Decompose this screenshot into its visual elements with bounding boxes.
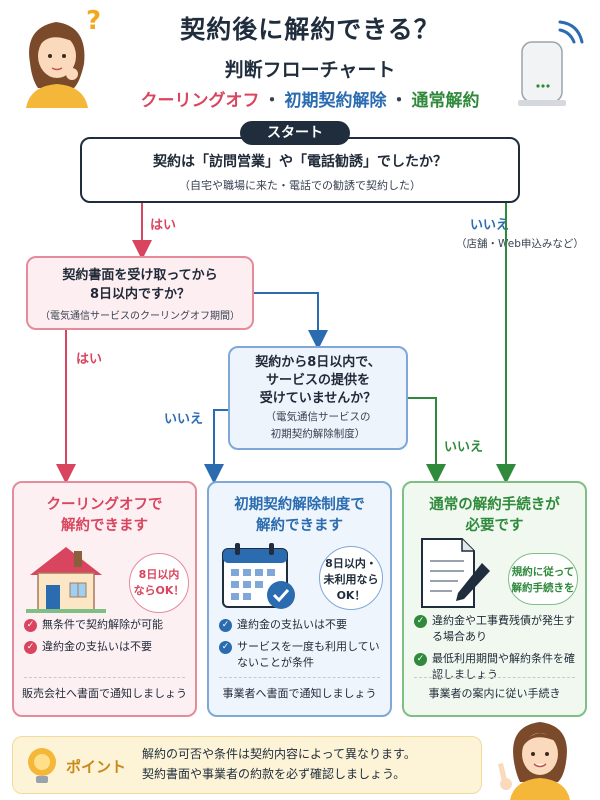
point-banner	[12, 736, 482, 794]
check-text: 違約金や工事費残債が発生する場合あり	[432, 614, 575, 643]
card-title: 初期契約解除制度で 解約できます	[209, 495, 390, 537]
page-title: 契約後に解約できる？	[180, 15, 440, 44]
question-2-text-line1: 契約書面を受け取ってから	[62, 268, 218, 283]
card-footer: 販売会社へ書面で通知しましょう	[22, 687, 187, 700]
question-3-text-line1: 契約から8日以内で、	[255, 355, 381, 370]
q3-no-left-label: いいえ	[164, 412, 204, 427]
woman-thinking-icon	[26, 22, 88, 108]
start-label: スタート	[240, 121, 350, 145]
arrow-q3-no-left	[204, 409, 228, 484]
check-text: サービスを一度も利用していないことが条件	[237, 640, 380, 669]
bubble-line1: 8日以内・	[325, 557, 377, 570]
check-icon: ✓	[414, 615, 427, 628]
tag-cooling-off: クーリングオフ	[140, 91, 260, 111]
card-title: 通常の解約手続きが 必要です	[404, 495, 585, 537]
point-label: ポイント	[66, 758, 127, 776]
check-item: ✓最低利用期間や解約条件を確認しましょう	[414, 651, 582, 683]
calendar-check-icon	[222, 543, 295, 609]
card-bubble: 8日以内・ 未利用なら OK！	[319, 546, 383, 610]
card-title-line2: 必要です	[465, 518, 524, 534]
check-icon: ✓	[414, 653, 427, 666]
result-card-normal-cancel: 通常の解約手続きが 必要です 規約に従って 解約手続きを ✓ 違約金や工事費残債が…	[402, 481, 587, 717]
wifi-router-icon	[518, 20, 584, 106]
check-icon: ✓	[24, 641, 37, 654]
check-list: ✓ 無条件で契約解除が可能 ✓ 違約金の支払いは不要	[24, 617, 192, 661]
tag-separator: ・	[263, 91, 281, 111]
card-divider	[219, 677, 380, 678]
card-title: クーリングオフで 解約できます	[14, 495, 195, 537]
check-icon: ✓	[24, 619, 37, 632]
bubble-line2: ならOK！	[133, 584, 185, 597]
q1-no-note: （店舗・Web申込みなど）	[456, 238, 584, 250]
question-2-box: 契約書面を受け取ってから 8日以内ですか？ （電気通信サービスのクーリングオフ期…	[26, 256, 254, 330]
tagline: クーリングオフ・初期契約解除・通常解約	[110, 86, 510, 111]
card-divider	[24, 677, 185, 678]
tag-initial-cancel: 初期契約解除	[284, 91, 387, 111]
check-item: ✓ 違約金の支払いは不要	[219, 617, 387, 633]
check-text: 違約金の支払いは不要	[42, 640, 152, 653]
q1-yes-label: はい	[150, 218, 177, 233]
arrow-q2-no	[254, 292, 328, 350]
q1-no-label: いいえ	[470, 218, 510, 233]
card-title-line1: 通常の解約手続きが	[429, 497, 560, 513]
page-subtitle: 判断フローチャート	[224, 59, 396, 81]
check-item: ✓ 無条件で契約解除が可能	[24, 617, 192, 633]
q2-yes-label: はい	[76, 352, 103, 367]
card-bubble: 規約に従って 解約手続きを	[508, 553, 578, 605]
question-3-note-line1: （電気通信サービスの	[265, 411, 371, 423]
question-2-note: （電気通信サービスのクーリングオフ期間）	[40, 311, 240, 322]
tag-normal-cancel: 通常解約	[411, 91, 480, 111]
woman-pointing-icon	[498, 722, 570, 800]
check-item: ✓ 違約金や工事費残債が発生する場合あり	[414, 613, 582, 645]
card-footer: 事業者へ書面で通知しましょう	[222, 687, 377, 700]
check-item: ✓ サービスを一度も利用していないことが条件	[219, 639, 387, 671]
check-text: 無条件で契約解除が可能	[42, 618, 163, 631]
card-title-line1: クーリングオフで	[46, 497, 163, 513]
house-icon	[26, 547, 106, 613]
check-item: ✓ 違約金の支払いは不要	[24, 639, 192, 655]
check-list: ✓ 違約金の支払いは不要 ✓ サービスを一度も利用していないことが条件	[219, 617, 387, 677]
bubble-line1: 8日以内	[138, 568, 180, 581]
check-icon: ✓	[219, 641, 232, 654]
result-card-cooling-off: クーリングオフで 解約できます 8日以内 ならOK！ ✓ 無条件で契約解除が可能 …	[12, 481, 197, 717]
check-icon: ✓	[219, 619, 232, 632]
card-title-line1: 初期契約解除制度で	[234, 497, 365, 513]
question-2-text-line2: 8日以内ですか？	[89, 287, 191, 302]
question-3-text-line3: 受けていませんか？	[259, 391, 377, 406]
question-3-note-line2: 初期契約解除制度）	[270, 428, 366, 440]
arrow-q3-no-right	[408, 397, 446, 484]
question-1-note: （自宅や職場に来た・電話での勧誘で契約した）	[179, 179, 421, 192]
bubble-line1: 規約に従って	[511, 566, 575, 578]
bubble-line2: 解約手続きを	[511, 582, 575, 594]
check-text: 違約金の支払いは不要	[237, 618, 347, 631]
card-bubble: 8日以内 ならOK！	[129, 553, 189, 613]
result-card-initial-cancel: 初期契約解除制度で 解約できます 8日以内・ 未利用なら OK！ ✓ 違約金の支払…	[207, 481, 392, 717]
card-footer: 事業者の案内に従い手続き	[428, 687, 561, 700]
point-text: 解約の可否や条件は契約内容によって異なります。 契約書面や事業者の約款を必ず確認…	[142, 744, 416, 784]
question-mark-icon: ?	[86, 6, 102, 36]
question-1-text: 契約は「訪問営業」や「電話勧誘」でしたか？	[153, 154, 447, 170]
question-3-box: 契約から8日以内で、 サービスの提供を 受けていませんか？ （電気通信サービスの…	[228, 346, 408, 450]
question-3-text-line2: サービスの提供を	[265, 373, 370, 388]
card-title-line2: 解約できます	[256, 518, 343, 534]
bubble-line2: 未利用なら	[323, 573, 379, 586]
card-divider	[414, 677, 575, 678]
point-text-line2: 契約書面や事業者の約款を必ず確認しましょう。	[142, 767, 406, 781]
card-title-line2: 解約できます	[61, 518, 148, 534]
question-1-box: 契約は「訪問営業」や「電話勧誘」でしたか？ （自宅や職場に来た・電話での勧誘で契…	[80, 137, 520, 203]
document-pen-icon	[421, 538, 490, 608]
tag-separator: ・	[390, 91, 408, 111]
bubble-line3: OK！	[336, 589, 366, 602]
q3-no-right-label: いいえ	[444, 440, 484, 455]
point-text-line1: 解約の可否や条件は契約内容によって異なります。	[142, 747, 416, 761]
lightbulb-icon	[28, 748, 56, 783]
